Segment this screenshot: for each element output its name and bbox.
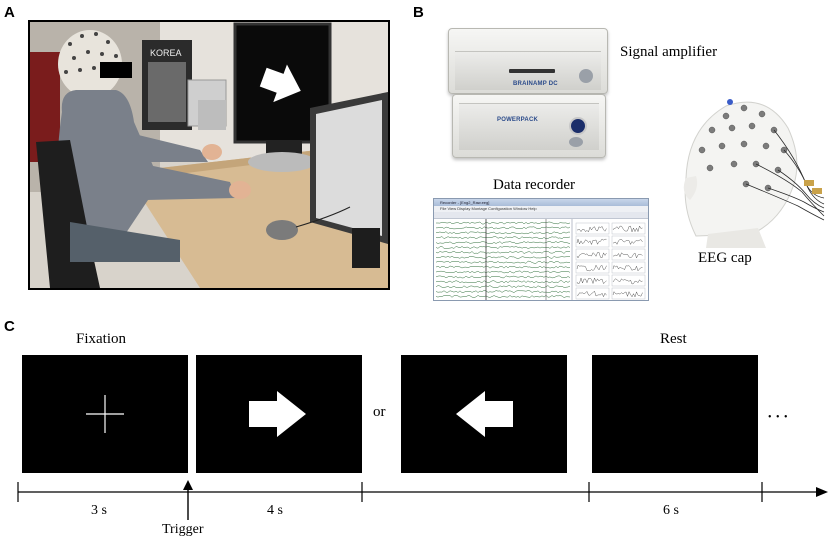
powerpack-brand: POWERPACK xyxy=(497,117,539,123)
powerpack-knob-icon xyxy=(569,117,587,135)
eeg-trace xyxy=(435,265,571,269)
panel-b-letter: B xyxy=(413,4,424,21)
spectrum-trace xyxy=(612,239,643,245)
data-recorder-label: Data recorder xyxy=(493,177,576,193)
eeg-trace xyxy=(435,236,571,240)
recorder-toolbar xyxy=(434,212,648,219)
eeg-trace xyxy=(435,241,571,244)
spectrum-trace xyxy=(613,252,643,259)
spectrum-cell xyxy=(575,248,610,261)
left-arrow-screen xyxy=(401,355,567,473)
spectrum-trace xyxy=(576,290,607,298)
recorder-software-window: Recorder - [Eng2_Raw.eeg] File View Disp… xyxy=(433,198,649,301)
eeg-trace xyxy=(435,255,571,259)
eeg-trace-plot xyxy=(434,219,646,300)
spectrum-trace xyxy=(576,252,607,259)
spectrum-trace xyxy=(612,278,643,285)
right-arrow-icon xyxy=(249,391,306,437)
powerpack-logo-icon xyxy=(569,137,583,147)
spectrum-trace xyxy=(612,265,643,272)
timeline-arrowhead-icon xyxy=(816,487,828,497)
spectrum-cell xyxy=(575,287,610,300)
eeg-trace xyxy=(435,260,571,264)
fixation-screen xyxy=(22,355,188,473)
panel-a-letter: A xyxy=(4,4,15,21)
spectrum-trace xyxy=(576,264,607,272)
rest-label: Rest xyxy=(660,331,687,347)
or-label: or xyxy=(373,404,386,420)
spectrum-cell xyxy=(575,261,610,274)
spectrum-trace xyxy=(612,291,643,298)
eeg-trace xyxy=(435,285,571,289)
amplifier-brand: BRAINAMP DC xyxy=(513,81,558,87)
spectrum-cell xyxy=(611,235,646,248)
trigger-label: Trigger xyxy=(162,522,204,537)
eeg-cap-image xyxy=(683,99,825,248)
poster-text: KOREA xyxy=(150,48,182,58)
signal-amplifier-device: BRAINAMP DC xyxy=(448,28,608,94)
spectrum-cell xyxy=(575,274,610,287)
eeg-trace xyxy=(435,246,571,249)
duration-fixation: 3 s xyxy=(91,503,107,518)
spectrum-cell xyxy=(611,261,646,274)
left-arrow-icon xyxy=(456,391,513,437)
eeg-trace xyxy=(435,280,571,284)
eeg-trace xyxy=(435,295,571,298)
panel-c-letter: C xyxy=(4,318,15,335)
spectrum-cell xyxy=(611,248,646,261)
fixation-label: Fixation xyxy=(76,331,127,347)
power-pack-device: POWERPACK xyxy=(452,94,606,158)
spectrum-trace xyxy=(576,277,607,285)
fixation-cross-icon xyxy=(86,395,124,433)
trigger-arrow-icon xyxy=(183,480,193,520)
right-arrow-screen xyxy=(196,355,362,473)
experiment-setup-photo: KOREA xyxy=(28,20,390,290)
eeg-trace xyxy=(435,226,571,230)
continuation-ellipsis: • • • xyxy=(768,412,789,423)
recorder-title-bar: Recorder - [Eng2_Raw.eeg] xyxy=(434,199,648,206)
spectrum-cell xyxy=(611,274,646,287)
eeg-trace xyxy=(436,221,571,225)
amplifier-logo-icon xyxy=(579,69,593,83)
signal-amplifier-label: Signal amplifier xyxy=(620,44,718,60)
timeline-axis xyxy=(17,482,828,502)
eeg-trace xyxy=(435,250,571,254)
eeg-trace xyxy=(435,270,571,274)
recorder-menu-bar: File View Display Montage Configuration … xyxy=(434,206,648,212)
spectrum-trace xyxy=(612,225,643,233)
duration-cue: 4 s xyxy=(267,503,283,518)
duration-rest: 6 s xyxy=(663,503,679,518)
amplifier-slot xyxy=(509,69,555,73)
setup-scene: KOREA xyxy=(30,22,388,288)
eeg-trace xyxy=(435,290,571,294)
eeg-cap-label: EEG cap xyxy=(698,250,752,266)
spectrum-trace xyxy=(576,226,607,233)
rest-screen xyxy=(592,355,758,473)
eeg-trace xyxy=(435,275,571,279)
spectrum-trace xyxy=(576,238,607,246)
eeg-trace xyxy=(435,231,570,235)
